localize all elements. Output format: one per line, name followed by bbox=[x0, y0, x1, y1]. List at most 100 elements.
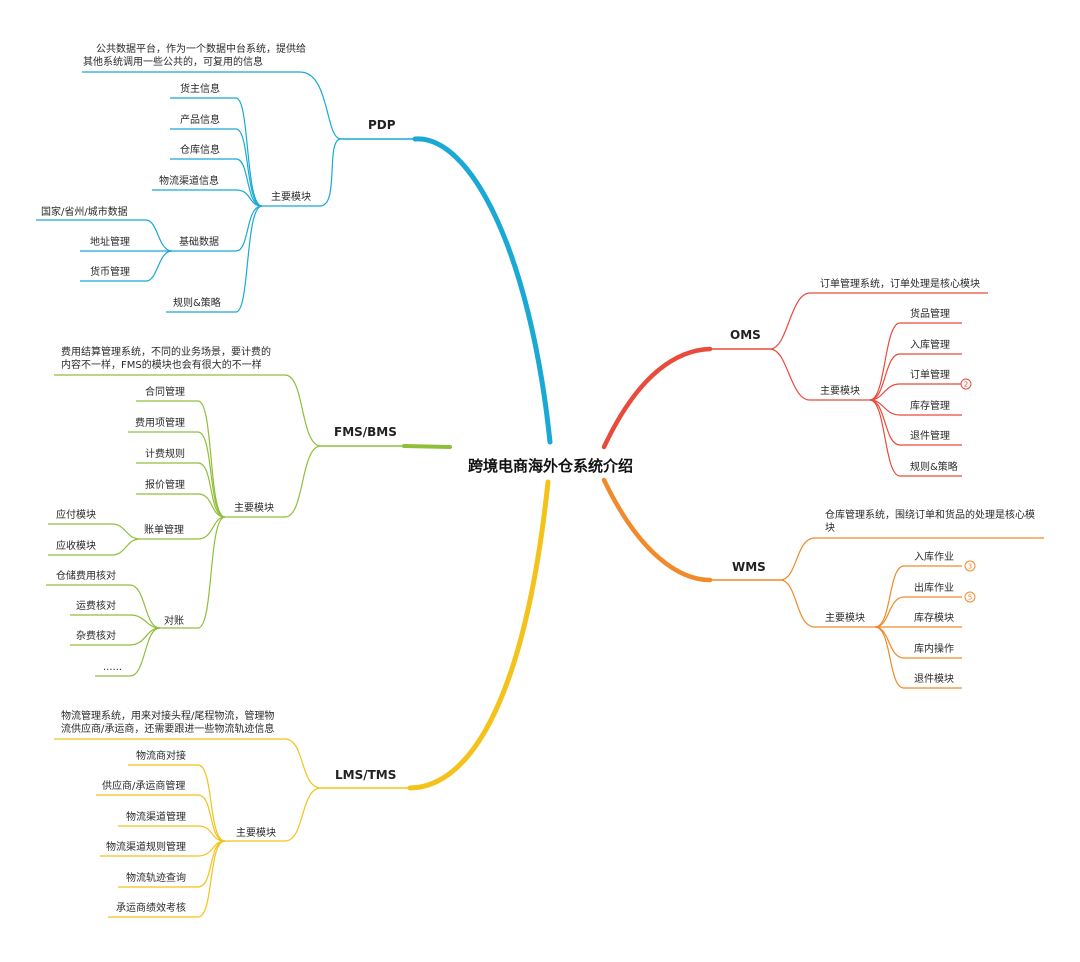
oms-label: OMS bbox=[730, 328, 761, 342]
wms-item: 库内操作 bbox=[914, 642, 954, 655]
fms-item-connector bbox=[136, 400, 226, 518]
fms-trunk bbox=[402, 444, 452, 449]
lms-trunk bbox=[407, 479, 551, 791]
oms-item: 订单管理 bbox=[910, 368, 950, 381]
wms-item-connector bbox=[874, 626, 962, 689]
lms-item-connector bbox=[128, 764, 226, 842]
lms-label: LMS/TMS bbox=[335, 768, 396, 782]
central-title: 跨境电商海外仓系统介绍 bbox=[468, 457, 633, 475]
fms-item: 计费规则 bbox=[145, 447, 185, 460]
pdp-item-connector bbox=[170, 128, 263, 207]
wms-item: 出库作业 bbox=[914, 581, 954, 594]
fms-sub-item: 运费核对 bbox=[76, 599, 116, 612]
wms-item-connector bbox=[874, 596, 962, 628]
wms-branch: WMS 仓库管理系统，围绕订单和货品的处理是核心模 块 主要模块 入库作业 出库… bbox=[732, 508, 1044, 689]
fms-desc-connector bbox=[54, 374, 322, 447]
fms-sub-item: 应付模块 bbox=[56, 508, 96, 521]
fms-item-connector bbox=[136, 493, 226, 518]
fms-item: 对账 bbox=[164, 614, 184, 627]
lms-branch: LMS/TMS 物流管理系统，用来对接头程/尾程物流，管理物 流供应商/承运商，… bbox=[54, 709, 396, 918]
wms-collapse-badge[interactable]: 5 bbox=[964, 591, 976, 603]
oms-collapse-badge[interactable]: 2 bbox=[960, 378, 972, 390]
oms-desc-line-1: 订单管理系统，订单处理是核心模块 bbox=[820, 277, 980, 290]
pdp-item-connector bbox=[166, 205, 263, 313]
fms-module-connector bbox=[225, 445, 322, 518]
lms-item: 承运商绩效考核 bbox=[116, 901, 186, 914]
pdp-item: 规则&策略 bbox=[173, 296, 221, 309]
pdp-item-connector bbox=[172, 205, 263, 252]
wms-module-connector bbox=[779, 579, 875, 628]
oms-item-connector bbox=[869, 353, 962, 401]
fms-label: FMS/BMS bbox=[334, 425, 397, 439]
wms-badge-count: 3 bbox=[968, 563, 972, 571]
fms-sub-connector bbox=[70, 614, 161, 629]
pdp-item-connector bbox=[152, 189, 263, 207]
lms-desc-line-2: 流供应商/承运商，还需要跟进一些物流轨迹信息 bbox=[61, 722, 274, 735]
fms-sub-connector bbox=[48, 523, 141, 540]
fms-sub-item: 杂费核对 bbox=[76, 629, 116, 642]
wms-item: 退件模块 bbox=[914, 673, 954, 685]
wms-item-connector bbox=[874, 565, 962, 628]
lms-item-connector bbox=[118, 840, 226, 888]
pdp-branch: PDP 公共数据平台，作为一个数据中台系统，提供给 其他系统调用一些公共的，可复… bbox=[36, 42, 396, 313]
fms-item-connector bbox=[128, 431, 226, 518]
wms-desc-connector bbox=[779, 537, 1044, 581]
lms-item: 供应商/承运商管理 bbox=[102, 779, 185, 792]
oms-item: 规则&策略 bbox=[910, 460, 958, 473]
wms-badge-count: 5 bbox=[968, 594, 972, 602]
lms-item-connector bbox=[118, 825, 226, 842]
fms-item-connector bbox=[160, 516, 226, 629]
wms-trunk bbox=[601, 477, 713, 583]
lms-desc-line-1: 物流管理系统，用来对接头程/尾程物流，管理物 bbox=[61, 709, 274, 722]
oms-item: 货品管理 bbox=[910, 307, 950, 320]
lms-item-connector bbox=[108, 840, 226, 918]
oms-desc-connector bbox=[769, 292, 988, 350]
lms-item: 物流渠道规则管理 bbox=[106, 840, 186, 853]
lms-item: 物流轨迹查询 bbox=[126, 871, 186, 884]
pdp-sub-item: 地址管理 bbox=[90, 235, 130, 248]
pdp-item: 产品信息 bbox=[180, 113, 220, 126]
oms-item: 库存管理 bbox=[910, 399, 950, 412]
pdp-desc-connector bbox=[82, 71, 342, 140]
wms-label: WMS bbox=[732, 560, 766, 574]
lms-module-connector bbox=[225, 787, 322, 842]
oms-item: 入库管理 bbox=[910, 338, 950, 351]
oms-item-connector bbox=[869, 399, 962, 477]
fms-desc-line-2: 内容不一样，FMS的模块也会有很大的不一样 bbox=[61, 358, 262, 371]
wms-module-label: 主要模块 bbox=[825, 612, 865, 624]
oms-module-label: 主要模块 bbox=[820, 385, 860, 397]
fms-item-connector bbox=[136, 462, 226, 518]
oms-item-connector bbox=[869, 383, 962, 401]
oms-item: 退件管理 bbox=[910, 429, 950, 442]
fms-sub-connector bbox=[46, 584, 161, 629]
oms-module-connector bbox=[769, 348, 870, 401]
fms-item: 合同管理 bbox=[145, 385, 185, 398]
fms-module-label: 主要模块 bbox=[234, 502, 274, 514]
pdp-item-connector bbox=[170, 158, 263, 207]
wms-desc-line-1: 仓库管理系统，围绕订单和货品的处理是核心模 bbox=[825, 508, 1035, 521]
pdp-desc-line-1: 公共数据平台，作为一个数据中台系统，提供给 bbox=[96, 42, 306, 55]
fms-branch: FMS/BMS 费用结算管理系统，不同的业务场景，要计费的 内容不一样，FMS的… bbox=[46, 345, 397, 677]
fms-item: 报价管理 bbox=[145, 478, 185, 491]
lms-item: 物流渠道管理 bbox=[126, 810, 186, 823]
pdp-item-connector bbox=[170, 97, 263, 207]
oms-branch: OMS 订单管理系统，订单处理是核心模块 主要模块 货品管理 入库管理 订单管理… bbox=[730, 277, 988, 477]
oms-item-connector bbox=[869, 322, 962, 401]
pdp-sub-item: 货币管理 bbox=[90, 265, 130, 278]
pdp-trunk bbox=[412, 136, 553, 445]
pdp-desc-line-2: 其他系统调用一些公共的，可复用的信息 bbox=[83, 55, 263, 68]
lms-desc-connector bbox=[54, 738, 322, 789]
pdp-label: PDP bbox=[368, 118, 396, 132]
pdp-sub-connector bbox=[36, 219, 173, 252]
pdp-item: 基础数据 bbox=[179, 235, 219, 248]
fms-desc-line-1: 费用结算管理系统，不同的业务场景，要计费的 bbox=[61, 345, 271, 358]
pdp-sub-connector bbox=[80, 250, 173, 282]
wms-item: 入库作业 bbox=[914, 550, 954, 563]
lms-module-label: 主要模块 bbox=[236, 827, 276, 839]
fms-sub-item: 仓储费用核对 bbox=[56, 569, 116, 582]
wms-collapse-badge[interactable]: 3 bbox=[964, 560, 976, 572]
oms-badge-count: 2 bbox=[964, 381, 968, 389]
pdp-item: 仓库信息 bbox=[180, 143, 220, 156]
